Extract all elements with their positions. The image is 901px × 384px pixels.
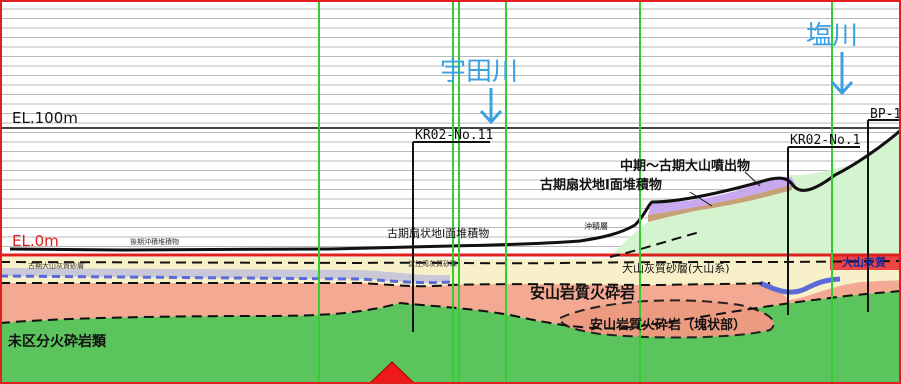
label-small-left-2: 古期大山灰質砂層 [28, 261, 84, 270]
label-old-fan-lower: 古期扇状地Ⅰ面堆積物 [387, 226, 489, 240]
borehole-label-kr02-no1: KR02-No.1 [790, 133, 860, 148]
layer-daisen-ash-sand [0, 255, 901, 300]
label-alluvium: 沖積層 [584, 221, 608, 231]
layer-blue-band [758, 276, 841, 295]
borehole-label-kr02-no11: KR02-No.11 [415, 128, 493, 143]
label-mid-old-daisen: 中期～古期大山噴出物 [620, 158, 750, 174]
boreholes [412, 119, 901, 332]
layer-brown [648, 184, 792, 222]
strata [0, 133, 901, 384]
label-small-left-1: 後期沖積堆積物 [130, 237, 179, 246]
label-daisen-ash-right: 大山灰質 [842, 255, 886, 269]
red-arrow-shaft [381, 376, 403, 384]
river-label-uda: 宇田川 [440, 57, 518, 87]
ground-surface-line [9, 128, 901, 252]
el100-label: EL.100m [12, 109, 78, 127]
label-undivided-volcaniclastic: 未区分火砕岩類 [8, 333, 107, 350]
label-old-fan-upper: 古期扇状地Ⅰ面堆積物 [540, 177, 662, 193]
strata-boundaries [0, 231, 901, 330]
red-arrow-marker [368, 361, 416, 384]
el0-label: EL.0m [12, 232, 59, 250]
vertical-grid-green [318, 0, 833, 384]
river-label-shio: 塩川 [806, 21, 858, 51]
layer-gray-strip [0, 268, 450, 283]
label-daisen-ash-sand: 大山灰質砂層(大山系) [622, 261, 730, 275]
river-arrow-uda [479, 88, 503, 125]
label-andesite-breccia: 安山岩質火砕岩 [530, 284, 635, 302]
label-andesite-dome: 安山岩質火砕岩（塊状部） [590, 317, 746, 333]
layer-red-strip-right [830, 256, 901, 270]
river-arrow-shio [830, 52, 854, 96]
borehole-label-bp1: BP-1 [870, 107, 901, 122]
label-small-mid-1: 淀江湾灰質砂礫 [408, 259, 457, 268]
layer-mid-old-daisen [648, 176, 796, 215]
leader-lines [689, 171, 761, 207]
layer-undivided-volcaniclastic [0, 291, 901, 384]
